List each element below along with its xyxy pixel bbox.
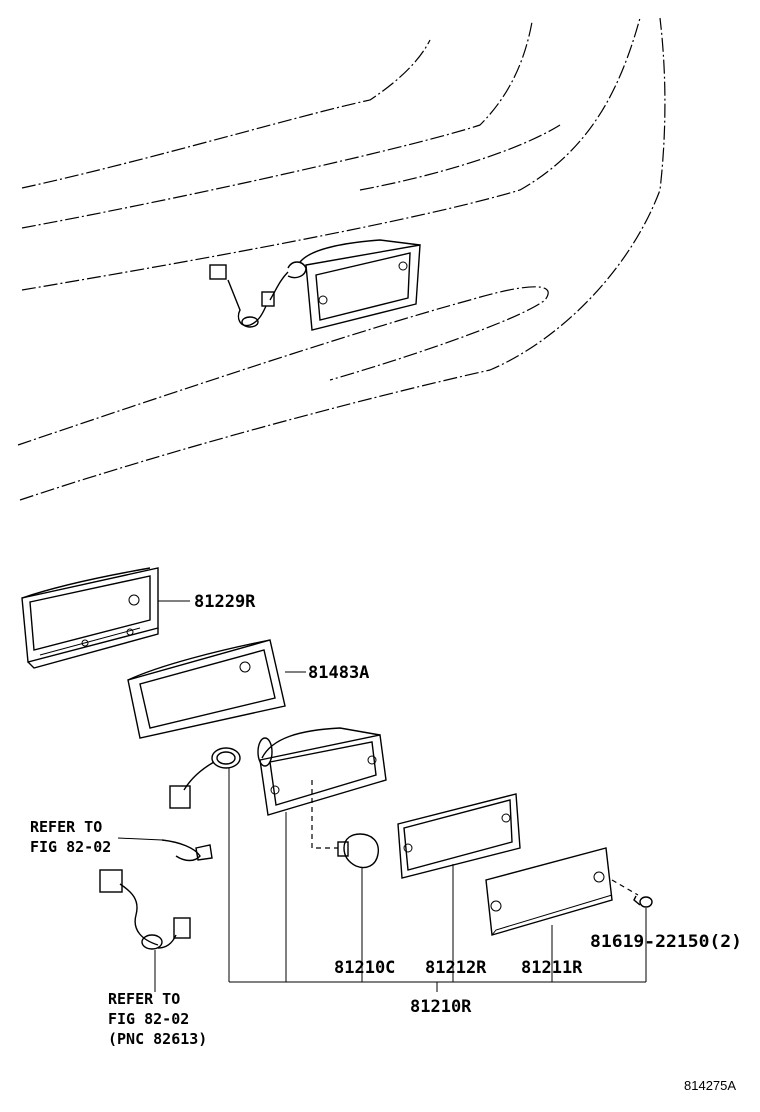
refer-note-1-line2: FIG 82-02	[30, 838, 111, 856]
assembly-leader-lines	[228, 768, 647, 992]
figure-code: 814275A	[684, 1078, 736, 1093]
label-81210C: 81210C	[334, 958, 395, 978]
refer-note-1-line1: REFER TO	[30, 818, 102, 836]
installed-lamp-illustration	[209, 239, 421, 331]
lamp-housing-81210C	[257, 727, 387, 816]
refer-note-2-line2: FIG 82-02	[108, 1010, 189, 1028]
refer-note-2-line3: (PNC 82613)	[108, 1030, 207, 1048]
label-81483A: 81483A	[308, 663, 369, 683]
label-81212R: 81212R	[425, 958, 487, 978]
bezel-part-81229R	[21, 567, 159, 669]
lens-gasket-81212R	[397, 793, 521, 879]
bulb	[337, 833, 379, 869]
socket-with-wire	[169, 747, 241, 809]
label-81229R: 81229R	[194, 592, 256, 612]
lens-81211R	[485, 847, 613, 936]
label-81210R: 81210R	[410, 997, 472, 1017]
refer-note-2-line1: REFER TO	[108, 990, 180, 1008]
vehicle-body-outline	[17, 17, 666, 501]
clip-harness-upper	[161, 839, 213, 862]
label-81211R: 81211R	[521, 958, 583, 978]
screw-icon	[611, 879, 653, 908]
gasket-part-81483A	[127, 639, 286, 739]
label-81619-22150: 81619-22150(2)	[590, 932, 742, 952]
wire-harness-lower	[99, 869, 191, 950]
